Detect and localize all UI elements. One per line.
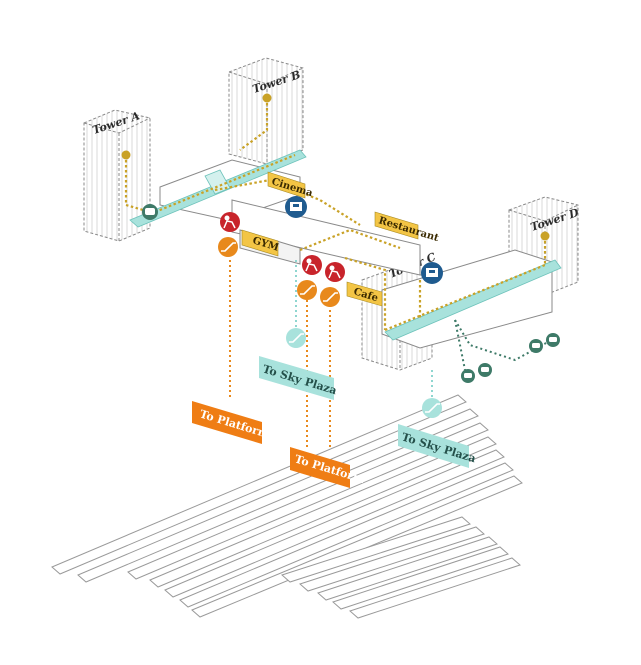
to-sky-plaza-1: To Sky Plaza [259, 356, 338, 400]
ticket-machine-icon [285, 196, 307, 218]
car-icon [546, 333, 560, 347]
orange-drops [229, 260, 331, 448]
escalator-icon [286, 328, 306, 348]
ticket-machine-icon [421, 262, 443, 284]
tower-b: Tower B [228, 57, 304, 165]
car-icon [529, 339, 543, 353]
gold-dots [121, 93, 550, 241]
metro-icon [142, 204, 158, 220]
escalator-icon [320, 287, 340, 307]
car-icon [478, 363, 492, 377]
security-check-icon [220, 212, 240, 232]
rail-tracks [51, 394, 523, 619]
escalator-icon [422, 398, 442, 418]
car-icon [461, 369, 475, 383]
security-check-icon [325, 262, 345, 282]
escalator-icon [218, 237, 238, 257]
teal-drops [295, 260, 433, 400]
to-platform-1: To Platform [192, 401, 271, 444]
security-check-icon [302, 255, 322, 275]
gold-routes [124, 98, 547, 332]
gym-tag: GYM [241, 229, 280, 257]
escalator-icon [297, 280, 317, 300]
